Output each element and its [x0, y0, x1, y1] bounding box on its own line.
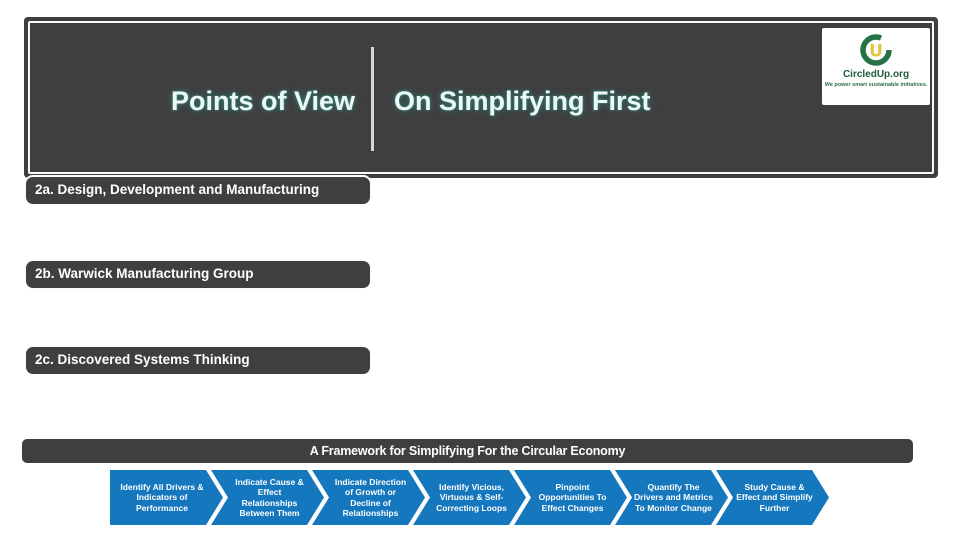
logo-tagline: We power smart sustainable initiatives.	[824, 82, 928, 88]
chevron-step-5: Pinpoint Opportunities To Effect Changes	[514, 470, 627, 525]
chevron-step-1: Identify All Drivers & Indicators of Per…	[110, 470, 223, 525]
chevron-step-3: Indicate Direction of Growth or Decline …	[312, 470, 425, 525]
chevron-step-4: Identify Vicious, Virtuous & Self-Correc…	[413, 470, 526, 525]
circled-u-ring-icon: U	[860, 34, 892, 66]
section-bar-2b: 2b. Warwick Manufacturing Group	[24, 259, 372, 290]
slide-title-left: Points of View	[170, 86, 355, 116]
logo-card: U CircledUp.org We power smart sustainab…	[822, 28, 930, 105]
chevron-step-2: Indicate Cause & Effect Relationships Be…	[211, 470, 324, 525]
chevron-step-6: Quantify The Drivers and Metrics To Moni…	[615, 470, 728, 525]
header-panel: Points of View On Simplifying First U Ci…	[24, 17, 938, 178]
svg-text:U: U	[869, 42, 883, 62]
section-bar-2c: 2c. Discovered Systems Thinking	[24, 345, 372, 376]
section-bar-2a: 2a. Design, Development and Manufacturin…	[24, 175, 372, 206]
title-divider	[371, 47, 374, 151]
logo-org-name: CircledUp.org	[842, 69, 910, 80]
chevron-step-7: Study Cause & Effect and Simplify Furthe…	[716, 470, 829, 525]
slide-title-right: On Simplifying First	[394, 86, 651, 116]
framework-title-bar: A Framework for Simplifying For the Circ…	[22, 439, 913, 463]
